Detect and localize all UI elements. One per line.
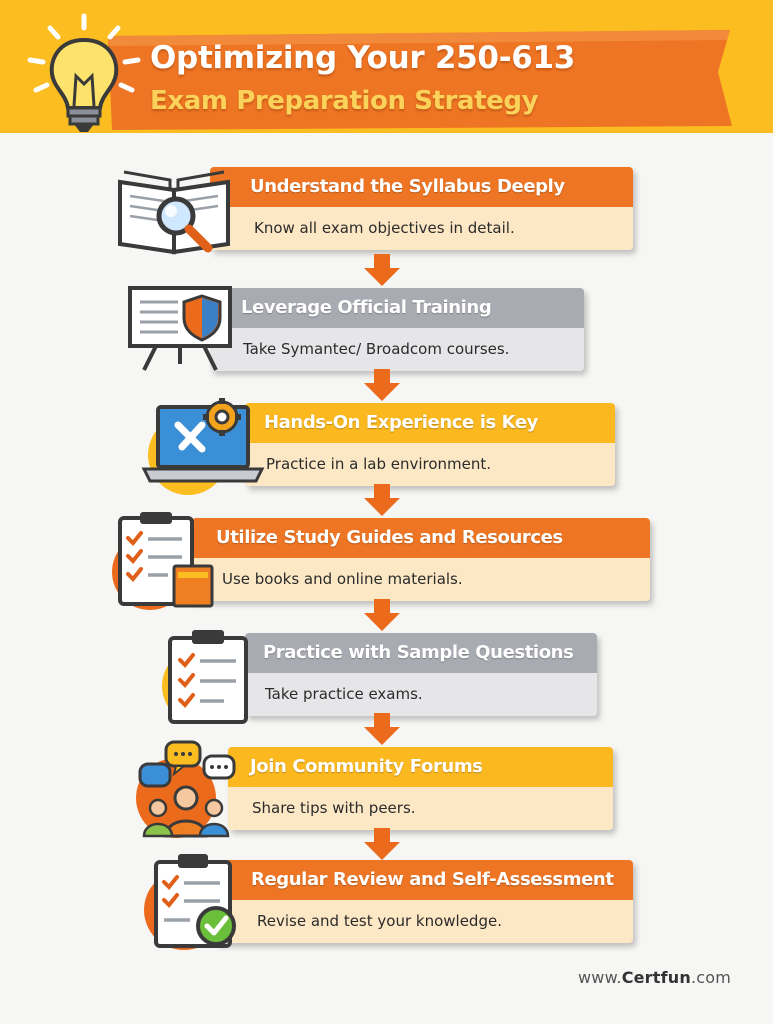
footer-prefix: www.: [578, 968, 622, 987]
footer-brand: Certfun: [621, 968, 691, 987]
header-title-line1: Optimizing Your 250-613: [150, 40, 576, 76]
step-title: Hands-On Experience is Key: [264, 412, 539, 433]
step-description: Share tips with peers.: [252, 799, 416, 817]
step-title: Utilize Study Guides and Resources: [216, 527, 563, 548]
laptop-tools-gear-icon: [141, 398, 265, 495]
down-arrow-icon: [364, 599, 400, 631]
clipboard-checklist-books-icon: [112, 512, 214, 610]
step-card: Practice with Sample Questions Take prac…: [245, 633, 597, 716]
step-title: Leverage Official Training: [241, 297, 492, 318]
people-chat-bubbles-icon: [136, 740, 236, 838]
footer-suffix: .com: [690, 968, 732, 987]
step-card: Hands-On Experience is Key Practice in a…: [245, 403, 615, 486]
down-arrow-icon: [364, 828, 400, 860]
open-book-magnifier-icon: [118, 170, 230, 255]
step-description: Practice in a lab environment.: [266, 455, 492, 473]
step-description: Revise and test your knowledge.: [257, 912, 502, 930]
step-title: Regular Review and Self-Assessment: [251, 869, 614, 890]
step-description: Use books and online materials.: [222, 570, 463, 588]
lightbulb-icon: [27, 13, 141, 132]
clipboard-checklist-icon: [162, 630, 248, 724]
step-card: Leverage Official Training Take Symantec…: [210, 288, 584, 371]
down-arrow-icon: [364, 369, 400, 401]
step-card: Regular Review and Self-Assessment Revis…: [215, 860, 633, 943]
step-description: Take practice exams.: [265, 685, 423, 703]
step-title: Understand the Syllabus Deeply: [250, 176, 565, 197]
clipboard-checkmark-icon: [144, 854, 236, 950]
down-arrow-icon: [364, 484, 400, 516]
presentation-board-shield-icon: [128, 286, 232, 371]
step-description: Take Symantec/ Broadcom courses.: [243, 340, 510, 358]
down-arrow-icon: [364, 713, 400, 745]
header-title-line2: Exam Preparation Strategy: [150, 86, 539, 116]
down-arrow-icon: [364, 254, 400, 286]
footer-website[interactable]: www.Certfun.com: [578, 968, 731, 987]
step-card: Join Community Forums Share tips with pe…: [228, 747, 613, 830]
step-title: Practice with Sample Questions: [263, 642, 574, 663]
step-card: Understand the Syllabus Deeply Know all …: [210, 167, 633, 250]
step-card: Utilize Study Guides and Resources Use b…: [192, 518, 650, 601]
step-title: Join Community Forums: [250, 756, 483, 777]
step-description: Know all exam objectives in detail.: [254, 219, 515, 237]
header-ribbon: [108, 30, 732, 130]
